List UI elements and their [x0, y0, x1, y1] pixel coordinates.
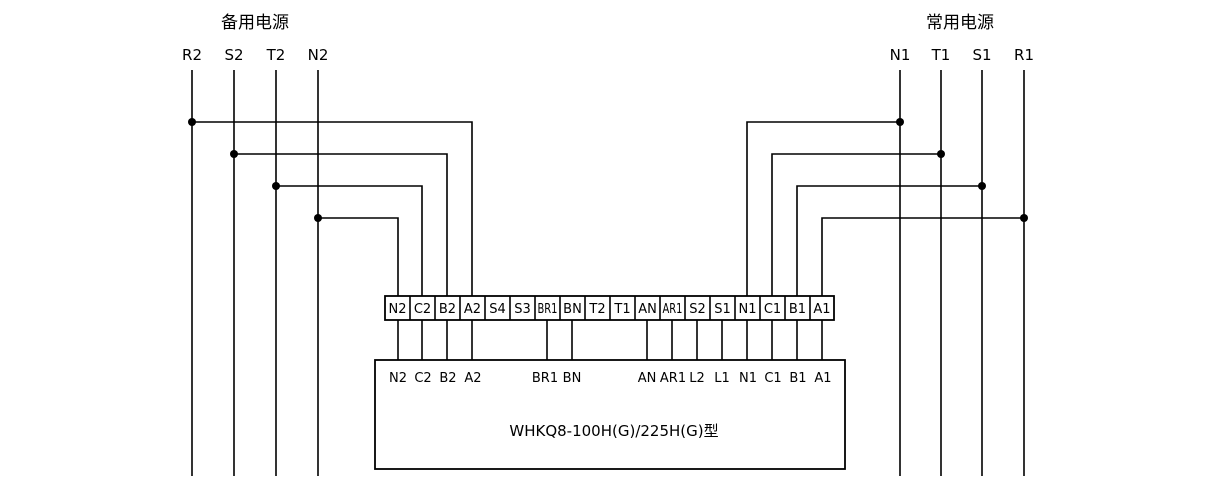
switch-pin-label: A2: [464, 371, 481, 386]
switch-pin-label: AN: [638, 371, 657, 386]
wire-t1-to-c1: [771, 153, 941, 296]
terminal-label: S1: [714, 302, 731, 317]
backup-source-title: 备用电源: [221, 13, 289, 33]
switch-model-label: WHKQ8-100H(G)/225H(G)型: [509, 422, 718, 440]
wire-n2-to-n2: [318, 217, 399, 296]
switch-pin-label: L2: [689, 371, 705, 386]
normal-phase-label-t1: T1: [931, 46, 951, 64]
terminal-label: T1: [613, 302, 630, 317]
terminal-label: AR1: [663, 302, 683, 317]
wire-n1-to-n1: [746, 121, 900, 296]
terminal-label: S3: [514, 302, 531, 317]
terminal-label: C1: [764, 302, 781, 317]
junction-dot-s2: [230, 150, 238, 158]
terminal-label: BN: [563, 302, 582, 317]
terminal-label: S4: [489, 302, 506, 317]
switch-pin-label: A1: [814, 371, 831, 386]
switch-unit-box: [374, 359, 846, 470]
terminal-label: C2: [414, 302, 431, 317]
wire-t2-to-c2: [276, 185, 423, 296]
normal-source-title: 常用电源: [926, 13, 994, 33]
backup-phase-label-s2: S2: [224, 46, 243, 64]
junction-dot-t1: [937, 150, 945, 158]
terminal-label: N1: [739, 302, 757, 317]
wire-r2-to-a2: [192, 121, 473, 296]
wire-s1-to-b1: [796, 185, 982, 296]
terminal-label: S2: [689, 302, 706, 317]
junction-dot-t2: [272, 182, 280, 190]
switch-pin-label: N2: [389, 371, 407, 386]
wire-r1-to-a1: [821, 217, 1024, 296]
backup-phase-label-n2: N2: [308, 46, 329, 64]
terminal-label: BR1: [538, 302, 558, 317]
normal-phase-label-s1: S1: [972, 46, 991, 64]
junction-dot-r1: [1020, 214, 1028, 222]
normal-phase-label-n1: N1: [890, 46, 911, 64]
terminal-label: A1: [813, 302, 830, 317]
normal-phase-label-r1: R1: [1014, 46, 1034, 64]
terminal-label: B2: [439, 302, 456, 317]
switch-pin-label: C2: [414, 371, 431, 386]
switch-pin-label: L1: [714, 371, 730, 386]
junction-dot-n2: [314, 214, 322, 222]
switch-pin-label: AR1: [660, 371, 686, 386]
junction-dot-n1: [896, 118, 904, 126]
terminal-label: T2: [588, 302, 605, 317]
wire-s2-to-b2: [234, 153, 448, 296]
terminal-label: A2: [464, 302, 481, 317]
switch-pin-label: BR1: [532, 371, 558, 386]
junction-dot-s1: [978, 182, 986, 190]
switch-pin-label: BN: [563, 371, 582, 386]
switch-pin-label: B1: [789, 371, 806, 386]
terminal-label: AN: [638, 302, 657, 317]
junction-dot-r2: [188, 118, 196, 126]
switch-pin-label: C1: [764, 371, 781, 386]
switch-pin-label: B2: [439, 371, 456, 386]
switch-pin-label: N1: [739, 371, 757, 386]
terminal-label: N2: [389, 302, 407, 317]
backup-phase-label-t2: T2: [266, 46, 286, 64]
terminal-label: B1: [789, 302, 806, 317]
backup-phase-label-r2: R2: [182, 46, 202, 64]
